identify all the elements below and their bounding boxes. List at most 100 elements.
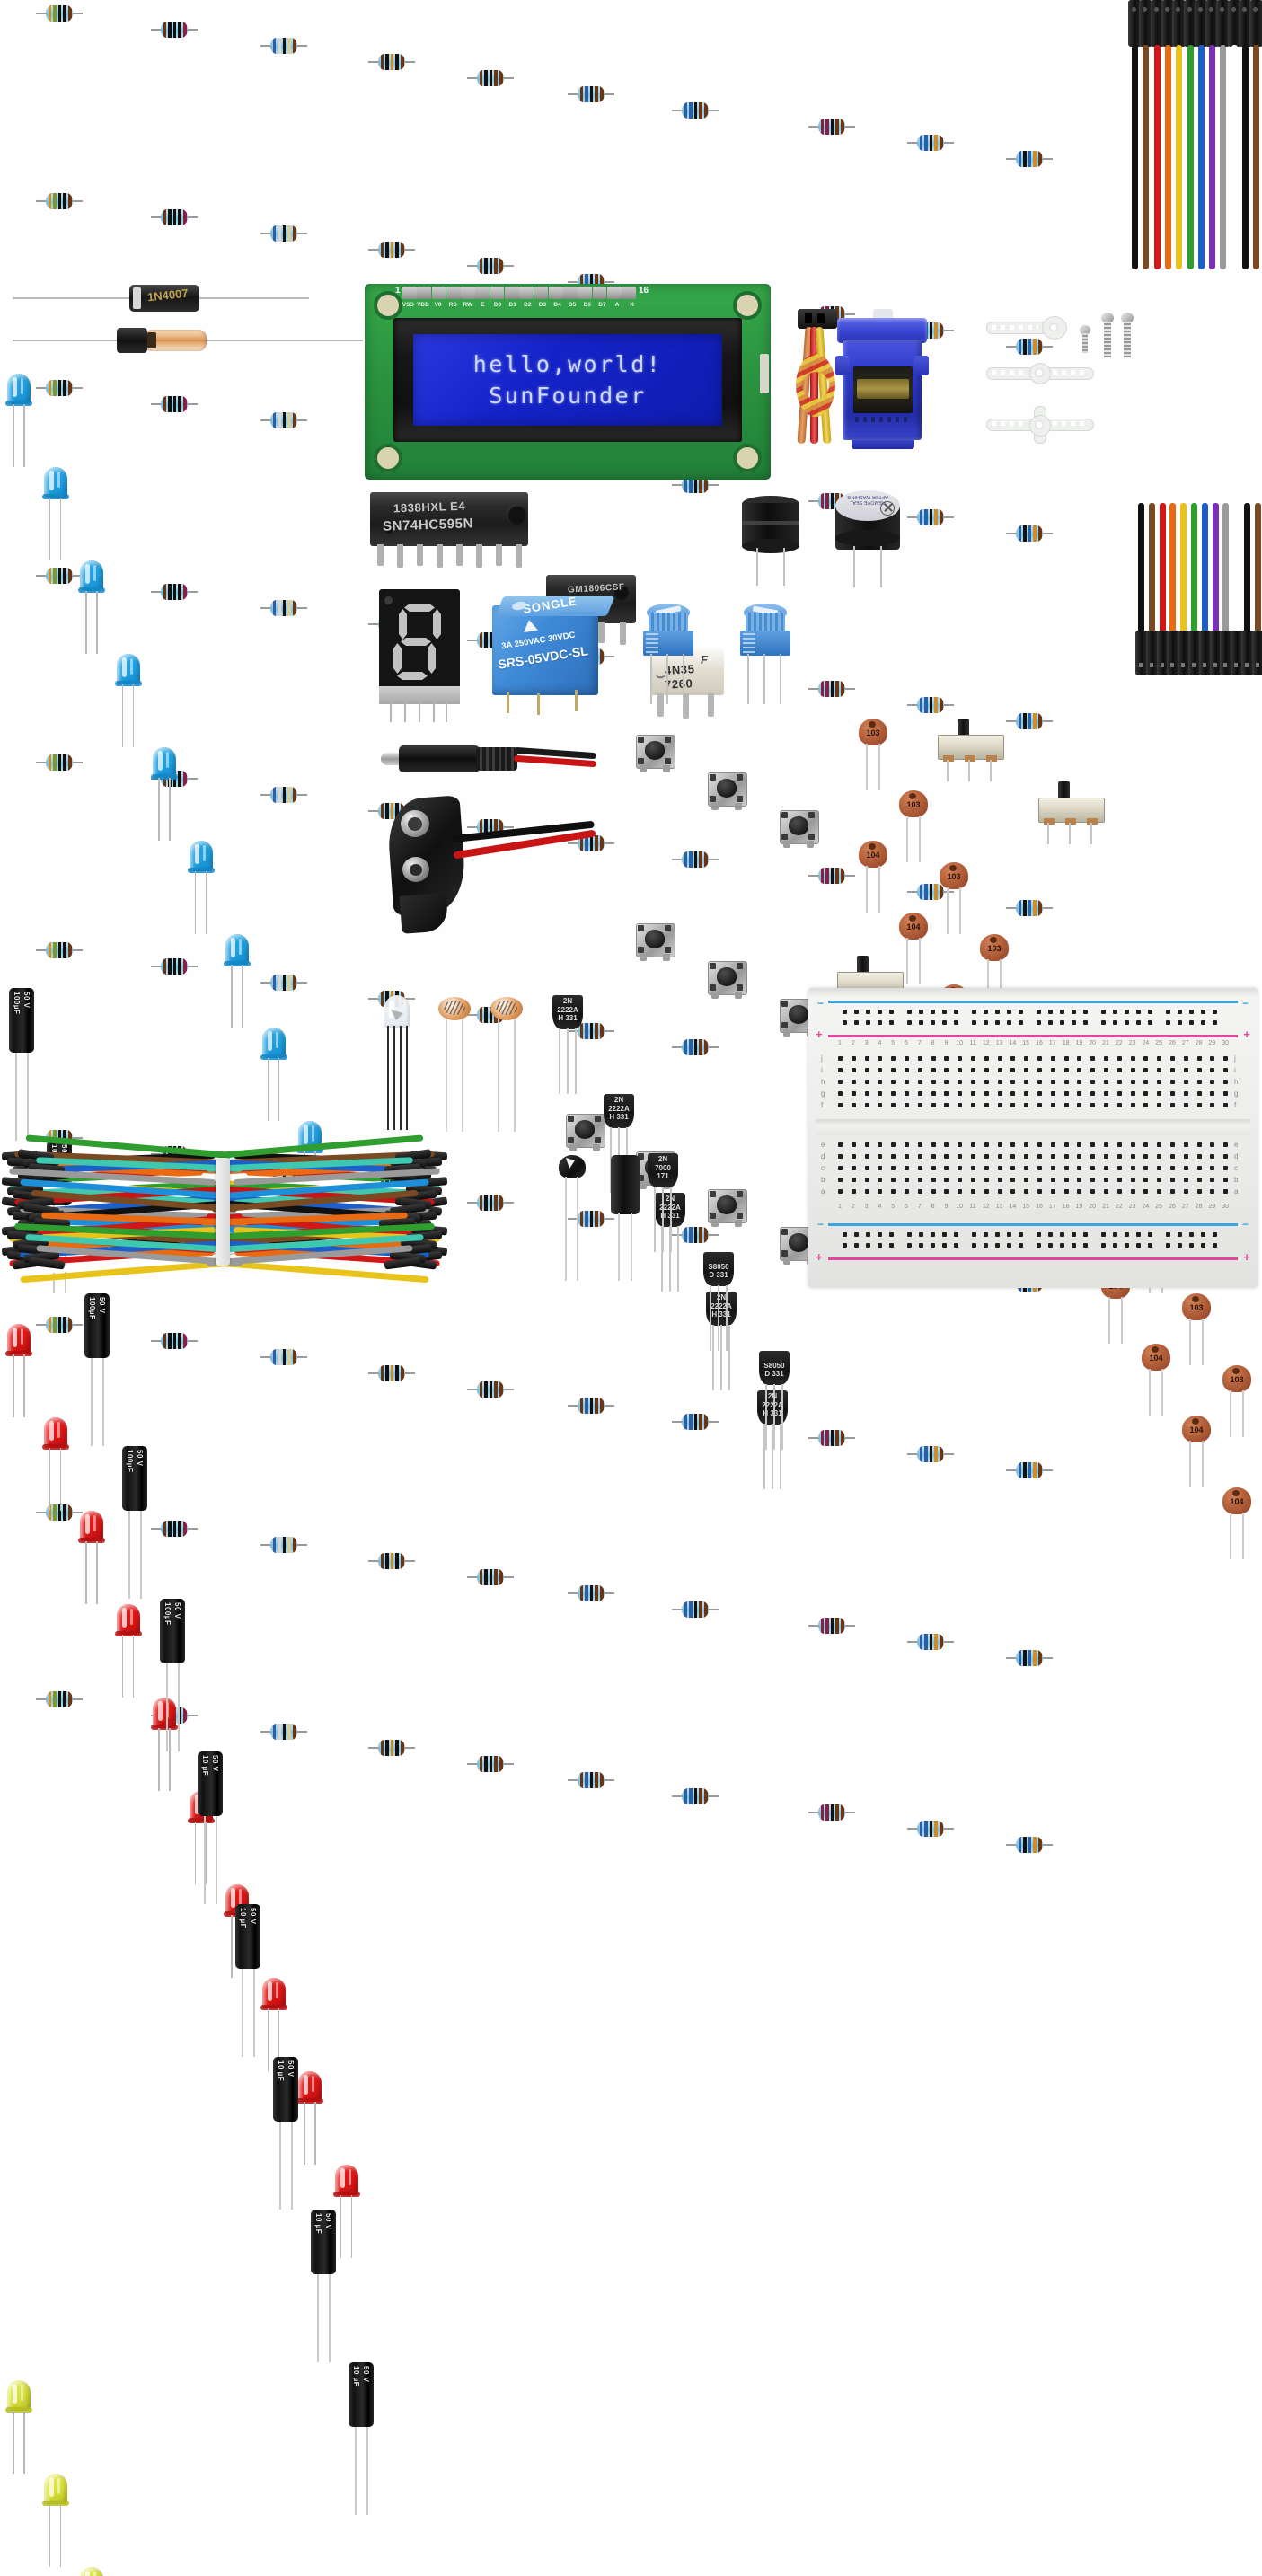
breadboard-hole[interactable] — [878, 1080, 883, 1084]
breadboard-hole[interactable] — [1210, 1142, 1215, 1147]
breadboard-hole[interactable] — [891, 1091, 896, 1096]
breadboard-hole[interactable] — [1148, 1010, 1152, 1014]
breadboard-hole[interactable] — [1037, 1103, 1042, 1107]
breadboard-hole[interactable] — [838, 1068, 843, 1072]
breadboard-hole[interactable] — [878, 1142, 883, 1147]
breadboard-hole[interactable] — [1196, 1189, 1202, 1194]
breadboard-hole[interactable] — [1024, 1142, 1029, 1147]
breadboard-hole[interactable] — [1130, 1189, 1135, 1194]
breadboard-hole[interactable] — [1007, 1020, 1011, 1025]
breadboard-hole[interactable] — [1116, 1142, 1122, 1147]
breadboard-hole[interactable] — [1050, 1142, 1055, 1147]
breadboard-hole[interactable] — [1037, 1142, 1042, 1147]
breadboard-hole[interactable] — [984, 1080, 989, 1084]
breadboard-hole[interactable] — [1063, 1142, 1069, 1147]
breadboard-hole[interactable] — [1201, 1243, 1205, 1248]
breadboard-hole[interactable] — [1170, 1154, 1175, 1159]
breadboard-hole[interactable] — [972, 1010, 976, 1014]
breadboard-hole[interactable] — [1010, 1103, 1016, 1107]
breadboard-hole[interactable] — [1050, 1056, 1055, 1061]
breadboard-hole[interactable] — [958, 1142, 963, 1147]
breadboard-hole[interactable] — [971, 1103, 975, 1107]
breadboard-hole[interactable] — [995, 1232, 1000, 1237]
breadboard-hole[interactable] — [1007, 1010, 1011, 1014]
breadboard-hole[interactable] — [984, 1243, 988, 1248]
breadboard-hole[interactable] — [1113, 1232, 1117, 1237]
breadboard-hole[interactable] — [931, 1056, 936, 1061]
breadboard-hole[interactable] — [838, 1189, 843, 1194]
breadboard-hole[interactable] — [866, 1243, 870, 1248]
breadboard-hole[interactable] — [997, 1068, 1002, 1072]
breadboard-hole[interactable] — [944, 1080, 949, 1084]
breadboard-hole[interactable] — [1019, 1243, 1023, 1248]
breadboard-hole[interactable] — [878, 1232, 882, 1237]
breadboard-hole[interactable] — [1116, 1189, 1122, 1194]
breadboard-hole[interactable] — [843, 1243, 847, 1248]
breadboard-hole[interactable] — [1077, 1189, 1082, 1194]
breadboard-hole[interactable] — [1024, 1068, 1029, 1072]
breadboard-hole[interactable] — [1037, 1068, 1042, 1072]
breadboard-hole[interactable] — [1143, 1142, 1149, 1147]
breadboard-hole[interactable] — [1116, 1056, 1122, 1061]
breadboard-hole[interactable] — [851, 1189, 856, 1194]
breadboard-hole[interactable] — [931, 1142, 936, 1147]
breadboard-hole[interactable] — [984, 1020, 988, 1025]
breadboard-hole[interactable] — [1130, 1103, 1135, 1107]
breadboard-hole[interactable] — [984, 1068, 989, 1072]
breadboard-hole[interactable] — [971, 1154, 975, 1159]
breadboard-hole[interactable] — [971, 1056, 975, 1061]
breadboard-hole[interactable] — [1136, 1010, 1141, 1014]
breadboard-hole[interactable] — [1104, 1068, 1108, 1072]
breadboard-hole[interactable] — [1037, 1166, 1042, 1170]
breadboard-hole[interactable] — [1178, 1243, 1182, 1248]
breadboard-hole[interactable] — [1010, 1056, 1016, 1061]
breadboard-hole[interactable] — [864, 1166, 869, 1170]
breadboard-hole[interactable] — [971, 1189, 975, 1194]
breadboard-hole[interactable] — [891, 1068, 896, 1072]
breadboard-hole[interactable] — [864, 1091, 869, 1096]
breadboard-hole[interactable] — [1024, 1189, 1029, 1194]
breadboard-hole[interactable] — [984, 1142, 989, 1147]
breadboard-hole[interactable] — [1183, 1068, 1188, 1072]
breadboard-hole[interactable] — [851, 1154, 856, 1159]
breadboard-hole[interactable] — [854, 1232, 859, 1237]
breadboard-hole[interactable] — [891, 1103, 896, 1107]
breadboard-hole[interactable] — [1189, 1243, 1194, 1248]
breadboard-hole[interactable] — [1037, 1243, 1041, 1248]
breadboard-hole[interactable] — [1063, 1166, 1069, 1170]
breadboard-hole[interactable] — [958, 1080, 963, 1084]
breadboard-hole[interactable] — [1090, 1142, 1096, 1147]
breadboard-hole[interactable] — [905, 1166, 909, 1170]
breadboard-hole[interactable] — [1166, 1232, 1170, 1237]
breadboard-hole[interactable] — [878, 1020, 882, 1025]
breadboard-hole[interactable] — [917, 1178, 922, 1182]
breadboard-hole[interactable] — [1213, 1243, 1217, 1248]
breadboard-hole[interactable] — [1210, 1103, 1215, 1107]
breadboard-hole[interactable] — [1178, 1232, 1182, 1237]
breadboard-hole[interactable] — [997, 1166, 1002, 1170]
breadboard-hole[interactable] — [1125, 1020, 1129, 1025]
breadboard-hole[interactable] — [1130, 1178, 1135, 1182]
breadboard-hole[interactable] — [907, 1243, 912, 1248]
breadboard-hole[interactable] — [1130, 1166, 1135, 1170]
breadboard-hole[interactable] — [1037, 1178, 1042, 1182]
breadboard-hole[interactable] — [891, 1189, 896, 1194]
breadboard-hole[interactable] — [1210, 1178, 1215, 1182]
breadboard-hole[interactable] — [1037, 1010, 1041, 1014]
breadboard-hole[interactable] — [1143, 1091, 1149, 1096]
breadboard-hole[interactable] — [919, 1232, 923, 1237]
push-button[interactable] — [636, 923, 675, 961]
breadboard-hole[interactable] — [878, 1010, 882, 1014]
breadboard-hole[interactable] — [1223, 1091, 1229, 1096]
breadboard-hole[interactable] — [971, 1166, 975, 1170]
breadboard-hole[interactable] — [1037, 1154, 1042, 1159]
breadboard-hole[interactable] — [864, 1189, 869, 1194]
breadboard-hole[interactable] — [1019, 1020, 1023, 1025]
breadboard-hole[interactable] — [905, 1189, 909, 1194]
breadboard-hole[interactable] — [1050, 1189, 1055, 1194]
breadboard-hole[interactable] — [1130, 1091, 1135, 1096]
breadboard-hole[interactable] — [1050, 1178, 1055, 1182]
breadboard-hole[interactable] — [1024, 1056, 1029, 1061]
breadboard-hole[interactable] — [1223, 1189, 1229, 1194]
breadboard-hole[interactable] — [1048, 1020, 1053, 1025]
